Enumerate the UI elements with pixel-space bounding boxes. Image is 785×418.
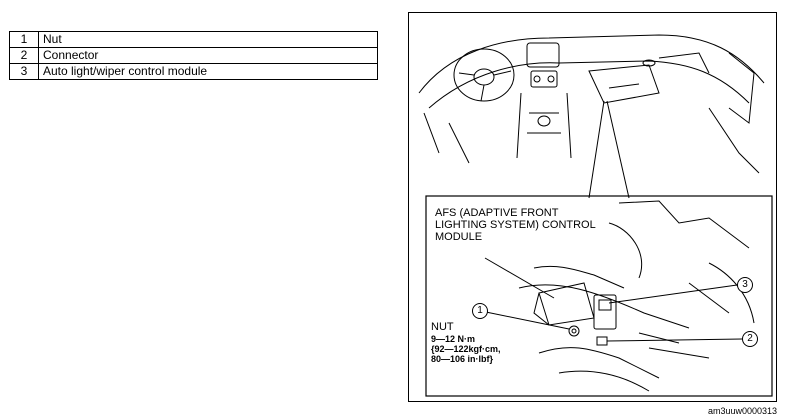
installation-illustration: AFS (ADAPTIVE FRONT LIGHTING SYSTEM) CON… [408,12,777,402]
part-name: Connector [38,47,378,64]
nut-torque-line: 9—12 N·m [431,334,476,344]
part-number: 3 [9,63,39,80]
part-name: Nut [38,31,378,48]
callout-1: 1 [472,303,488,319]
nut-torque-line: {92—122kgf·cm, [431,344,501,354]
afs-label-line: LIGHTING SYSTEM) CONTROL [435,219,596,231]
part-number: 1 [9,31,39,48]
table-row: 3 Auto light/wiper control module [9,63,378,80]
figure-code: am3uuw0000313 [707,406,777,416]
afs-label-line: AFS (ADAPTIVE FRONT [435,207,559,219]
table-row: 2 Connector [9,47,378,64]
nut-label: NUT [431,321,454,333]
afs-label-line: MODULE [435,231,483,243]
part-name: Auto light/wiper control module [38,63,378,80]
callout-2: 2 [742,331,758,347]
table-row: 1 Nut [9,31,378,48]
callout-3: 3 [737,277,753,293]
dashboard-drawing [418,34,773,397]
nut-torque-line: 80—106 in·lbf} [431,354,494,364]
parts-table: 1 Nut 2 Connector 3 Auto light/wiper con… [9,31,378,80]
part-number: 2 [9,47,39,64]
